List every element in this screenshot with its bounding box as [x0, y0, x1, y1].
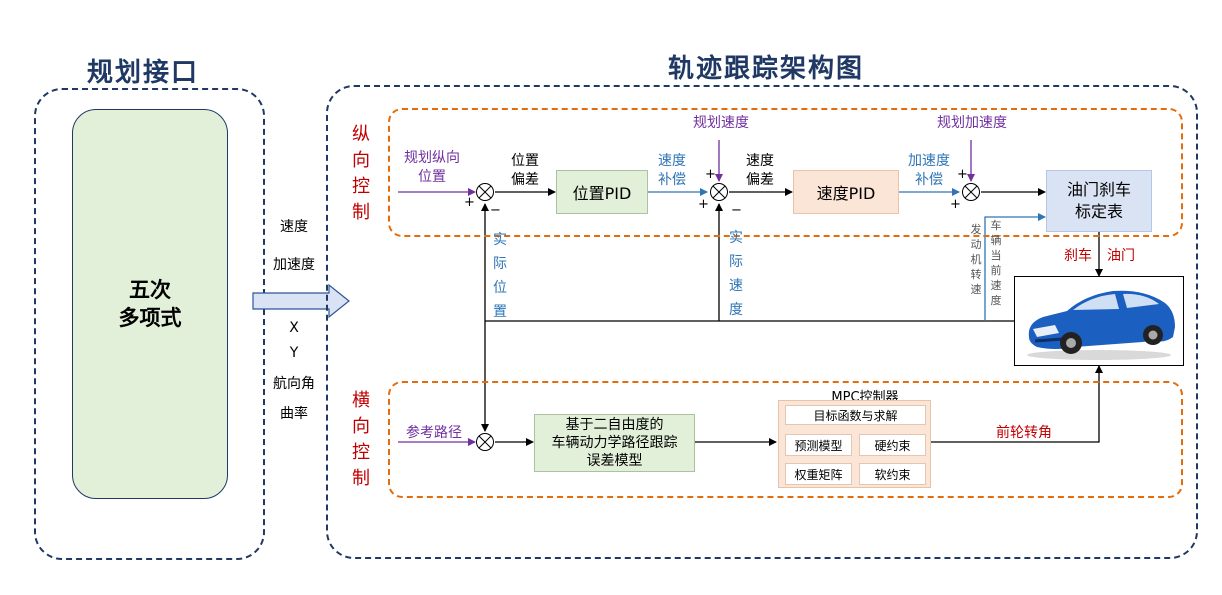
speed-minus-sign: −: [731, 203, 742, 218]
planned-speed-label: 规划速度: [693, 115, 749, 131]
mpc-weight-matrix-box: 权重矩阵: [785, 463, 852, 485]
vehicle-speed-label: 车辆当前速度: [990, 219, 1002, 307]
architecture-title: 轨迹跟踪架构图: [668, 54, 865, 84]
mpc-predict-model-box: 预测模型: [785, 434, 852, 456]
quintic-polynomial-block: 五次 多项式: [72, 109, 228, 499]
planning-interface-title: 规划接口: [87, 58, 200, 88]
position-minus-sign: −: [490, 203, 501, 218]
throttle-brake-table-line-2: 标定表: [1074, 202, 1123, 221]
architecture-panel: [326, 85, 1198, 559]
engine-speed-label: 发动机转速: [970, 223, 982, 296]
longitudinal-control-label: 纵向控制: [352, 124, 370, 223]
quintic-polynomial-line-2: 多项式: [118, 306, 182, 330]
interface-label-accel: 加速度: [273, 257, 315, 273]
mpc-soft-constraint-box: 软约束: [859, 463, 926, 485]
speed-compensation-line-1: 速度: [658, 153, 686, 169]
position-error-line-1: 位置: [511, 153, 539, 169]
interface-arrow: [252, 283, 350, 319]
speed-error-line-2: 偏差: [746, 172, 774, 188]
speed-summing-junction: [710, 183, 728, 201]
position-summing-junction: [476, 183, 494, 201]
mpc-hard-constraint-box: 硬约束: [859, 434, 926, 456]
quintic-polynomial-line-1: 五次: [129, 278, 171, 302]
position-pid-block: 位置PID: [556, 170, 648, 214]
interface-label-y: Y: [289, 345, 299, 361]
accel-plus-sign-left: +: [950, 197, 961, 212]
speed-plus-sign-left: +: [698, 197, 709, 212]
longitudinal-control-region: [388, 108, 1183, 237]
throttle-brake-table-line-1: 油门刹车: [1066, 180, 1131, 199]
reference-path-label: 参考路径: [406, 425, 462, 441]
speed-compensation-line-2: 补偿: [658, 172, 686, 188]
accel-compensation-line-2: 补偿: [915, 172, 943, 188]
planned-longitudinal-pos-line-2: 位置: [418, 169, 446, 185]
planning-interface-panel: [34, 88, 265, 560]
interface-label-x: X: [289, 320, 299, 336]
speed-pid-block: 速度PID: [793, 170, 899, 214]
interface-label-speed: 速度: [280, 219, 308, 235]
lateral-control-region: [388, 381, 1183, 498]
car-icon: [1027, 290, 1175, 360]
vehicle-image: [1014, 276, 1184, 366]
planned-longitudinal-pos-line-1: 规划纵向: [404, 150, 460, 166]
path-tracking-error-model-block: 基于二自由度的 车辆动力学路径跟踪 误差模型: [534, 414, 695, 472]
accel-summing-junction: [962, 183, 980, 201]
mpc-objective-box: 目标函数与求解: [785, 405, 926, 425]
interface-label-curvature: 曲率: [280, 406, 308, 422]
lateral-control-label: 横向控制: [352, 390, 370, 489]
throttle-output-label: 油门: [1107, 248, 1135, 264]
mpc-controller-block: 目标函数与求解 预测模型 硬约束 权重矩阵 软约束: [778, 400, 931, 488]
front-wheel-steer-label: 前轮转角: [996, 425, 1052, 441]
brake-output-label: 刹车: [1064, 248, 1092, 264]
position-error-line-2: 偏差: [511, 172, 539, 188]
speed-plus-sign-top: +: [705, 167, 716, 182]
error-model-line-1: 基于二自由度的: [565, 417, 664, 433]
throttle-brake-table-block: 油门刹车 标定表: [1046, 170, 1152, 232]
speed-error-line-1: 速度: [746, 153, 774, 169]
actual-speed-label: 实际速度: [729, 230, 743, 318]
error-model-line-3: 误差模型: [586, 453, 643, 469]
accel-compensation-line-1: 加速度: [908, 153, 950, 169]
lateral-summing-junction: [476, 433, 494, 451]
error-model-line-2: 车辆动力学路径跟踪: [551, 435, 678, 451]
position-plus-sign: +: [464, 195, 475, 210]
accel-plus-sign-top: +: [957, 167, 968, 182]
interface-label-heading: 航向角: [273, 376, 315, 392]
planned-accel-label: 规划加速度: [937, 115, 1007, 131]
actual-position-label: 实际位置: [493, 232, 507, 320]
